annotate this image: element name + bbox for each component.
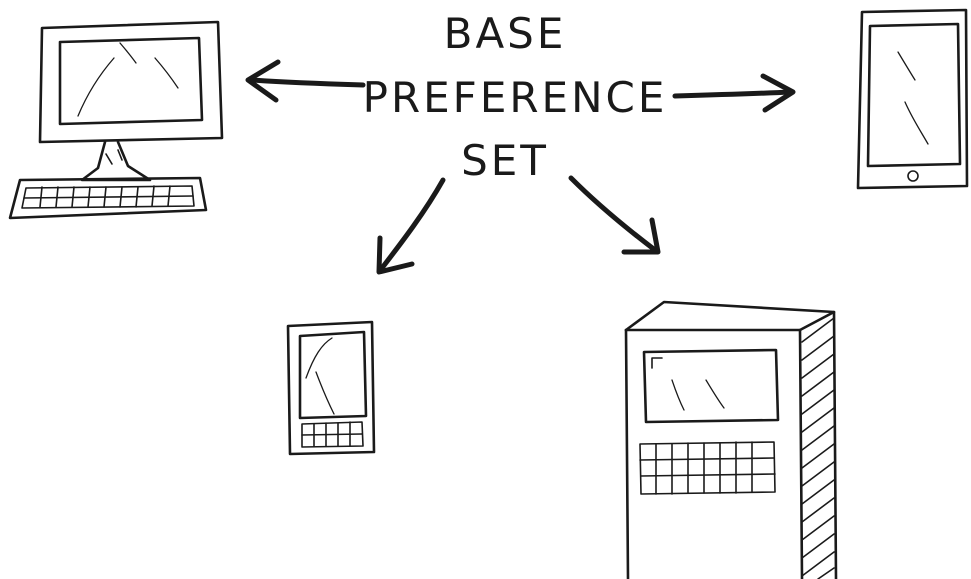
- handheld-device-icon: [286, 320, 376, 456]
- arrow-to-handheld: [376, 177, 446, 275]
- arrow-to-desktop: [245, 59, 366, 103]
- kiosk-terminal-icon: [624, 300, 838, 579]
- label-line-preference: PREFERENCE: [363, 73, 668, 122]
- desktop-computer-icon: [8, 20, 224, 220]
- label-line-base: BASE: [444, 9, 567, 58]
- label-line-set: SET: [461, 136, 549, 185]
- arrow-to-tablet: [672, 73, 796, 113]
- arrow-to-kiosk: [568, 175, 661, 255]
- side-hatching: [801, 317, 835, 579]
- center-label: BASE PREFERENCE SET: [363, 9, 668, 185]
- tablet-icon: [856, 8, 969, 190]
